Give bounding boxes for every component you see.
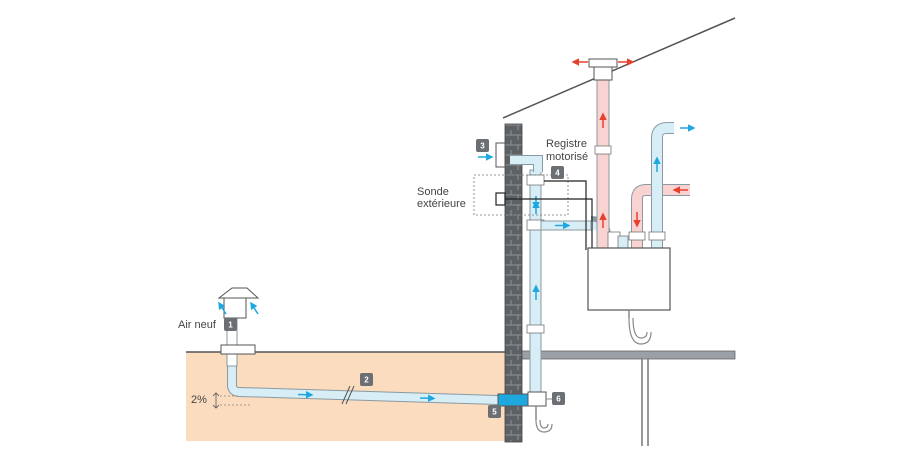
floor-slab	[519, 350, 736, 360]
badge-5	[488, 405, 501, 418]
svg-text:2: 2	[364, 376, 369, 385]
roof-outlet	[593, 65, 613, 81]
supply-house-pipe	[652, 123, 674, 250]
svg-text:3: 3	[480, 142, 485, 151]
roof-line	[502, 17, 736, 119]
brick-wall	[504, 123, 523, 443]
pipe-coupling	[526, 174, 545, 186]
pipe-coupling	[526, 324, 545, 334]
registre-label-1: Registre	[546, 138, 587, 150]
pipe-break-mark	[341, 385, 351, 405]
damper-cable	[544, 180, 587, 250]
sonde-label-1: Sonde	[417, 186, 449, 198]
wall-grille	[495, 142, 506, 168]
air-neuf-label: Air neuf	[178, 319, 217, 331]
badge-4	[551, 166, 564, 179]
intake-cap	[217, 287, 260, 299]
ventilation-unit	[587, 247, 671, 311]
extract-pipe	[632, 185, 690, 250]
svg-text:1: 1	[228, 321, 233, 330]
sensor-callout-box	[473, 174, 569, 216]
sensor-cable	[505, 198, 593, 250]
buried-pipe	[228, 366, 499, 404]
badge-3	[476, 139, 489, 152]
intake-body	[223, 297, 247, 319]
svg-text:5: 5	[492, 408, 497, 417]
condensate-trap	[535, 419, 553, 433]
roof-cap	[588, 58, 618, 68]
registre-label-2: motorisé	[546, 151, 588, 163]
unit-condensate-trap	[628, 317, 652, 345]
badge-6	[552, 392, 565, 405]
air-in-arrow	[250, 301, 259, 315]
air-in-arrow	[218, 301, 227, 315]
svg-text:6: 6	[556, 395, 561, 404]
sonde-label-2: extérieure	[417, 198, 466, 210]
manifold-5	[497, 393, 529, 407]
svg-text:4: 4	[555, 169, 560, 178]
outdoor-sensor	[495, 192, 506, 206]
intake-base	[220, 344, 256, 355]
badge-1	[224, 318, 237, 331]
tee-fitting-6	[527, 391, 547, 407]
badge-2	[360, 373, 373, 386]
bypass-pipe	[510, 156, 542, 172]
slope-arrow-icon	[212, 392, 220, 409]
slope-label: 2%	[191, 394, 207, 406]
